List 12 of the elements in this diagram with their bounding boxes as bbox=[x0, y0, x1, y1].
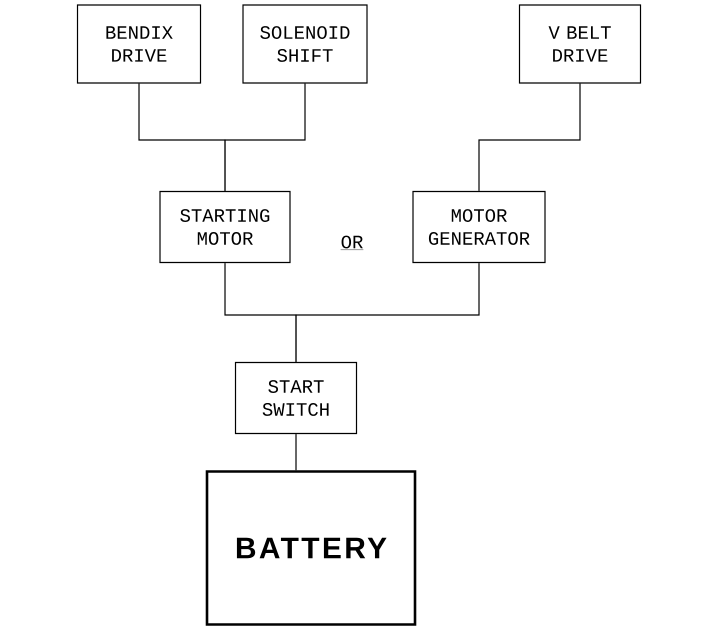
component-box: STARTING MOTOR bbox=[159, 190, 291, 264]
component-box: SOLENOID SHIFT bbox=[242, 4, 368, 84]
connector-line bbox=[295, 263, 480, 362]
or-label: OR bbox=[340, 236, 364, 250]
connector-line bbox=[224, 84, 306, 191]
battery-box: BATTERY bbox=[206, 470, 416, 626]
connector-line bbox=[478, 84, 581, 191]
component-box: MOTOR GENERATOR bbox=[412, 190, 546, 264]
component-box: START SWITCH bbox=[234, 362, 358, 434]
connector-line bbox=[295, 434, 297, 470]
component-box: V BELT DRIVE bbox=[518, 4, 642, 84]
component-box: BENDIX DRIVE bbox=[76, 4, 202, 84]
